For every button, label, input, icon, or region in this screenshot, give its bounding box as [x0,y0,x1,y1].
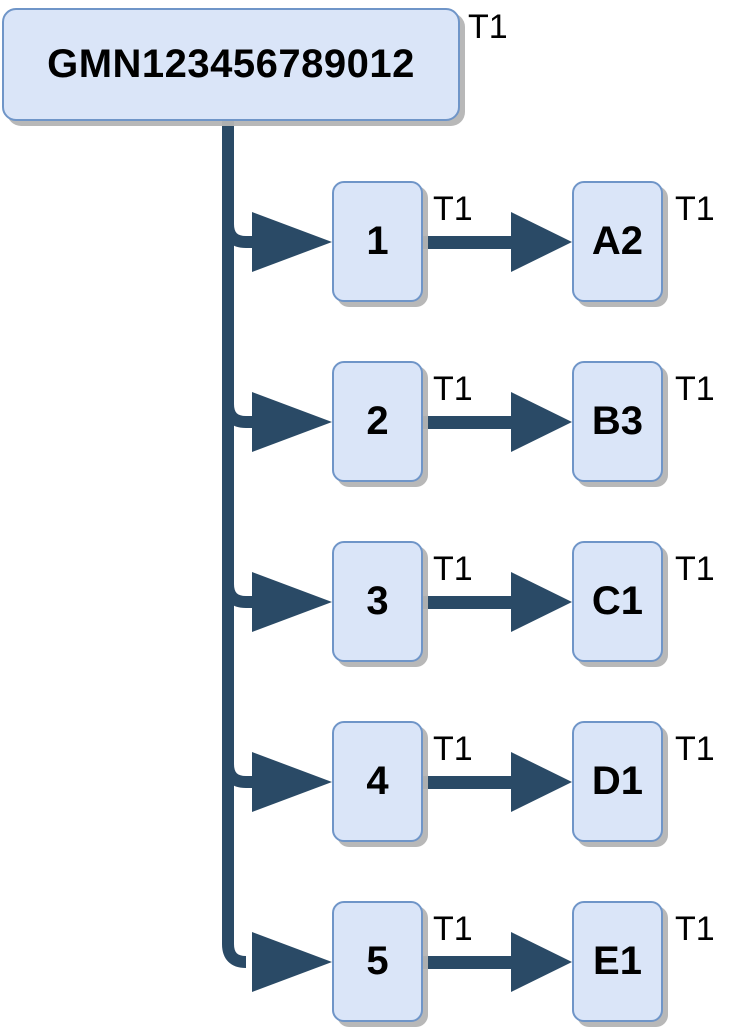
node-leaf-4[interactable]: D1 [572,721,663,842]
node-mid-5[interactable]: 5 [332,901,423,1022]
edge-shaft-3 [420,596,524,609]
arrowhead-to-mid-5 [252,932,332,992]
edge-shaft-4 [420,776,524,789]
node-mid-3[interactable]: 3 [332,541,423,662]
node-mid-4[interactable]: 4 [332,721,423,842]
node-leaf-3[interactable]: C1 [572,541,663,662]
trunk-connector [222,121,247,968]
tag-mid-5: T1 [433,910,473,948]
branch-elbow-2 [222,403,252,428]
tag-root: T1 [468,8,508,46]
arrowhead-to-mid-4 [252,752,332,812]
arrowhead-to-leaf-2 [511,392,572,452]
arrowhead-to-mid-2 [252,392,332,452]
node-mid-2[interactable]: 2 [332,361,423,482]
node-leaf-1[interactable]: A2 [572,181,663,302]
tag-leaf-1: T1 [675,190,715,228]
edge-shaft-2 [420,416,524,429]
branch-elbow-3 [222,583,252,608]
arrowhead-to-leaf-5 [511,932,572,992]
edge-shaft-1 [420,236,524,249]
tag-leaf-3: T1 [675,550,715,588]
tag-mid-3: T1 [433,550,473,588]
arrowhead-to-mid-3 [252,572,332,632]
tag-mid-1: T1 [433,190,473,228]
tag-leaf-2: T1 [675,370,715,408]
tag-mid-2: T1 [433,370,473,408]
node-root[interactable]: GMN123456789012 [2,8,460,121]
arrowhead-to-leaf-1 [511,212,572,272]
branch-elbow-4 [222,763,252,788]
edge-shaft-5 [420,956,524,969]
node-leaf-5[interactable]: E1 [572,901,663,1022]
arrowhead-to-leaf-3 [511,572,572,632]
node-leaf-2[interactable]: B3 [572,361,663,482]
tag-mid-4: T1 [433,730,473,768]
arrowhead-to-mid-1 [252,212,332,272]
tag-leaf-4: T1 [675,730,715,768]
arrowhead-to-leaf-4 [511,752,572,812]
tag-leaf-5: T1 [675,910,715,948]
node-mid-1[interactable]: 1 [332,181,423,302]
branch-elbow-1 [222,223,252,248]
